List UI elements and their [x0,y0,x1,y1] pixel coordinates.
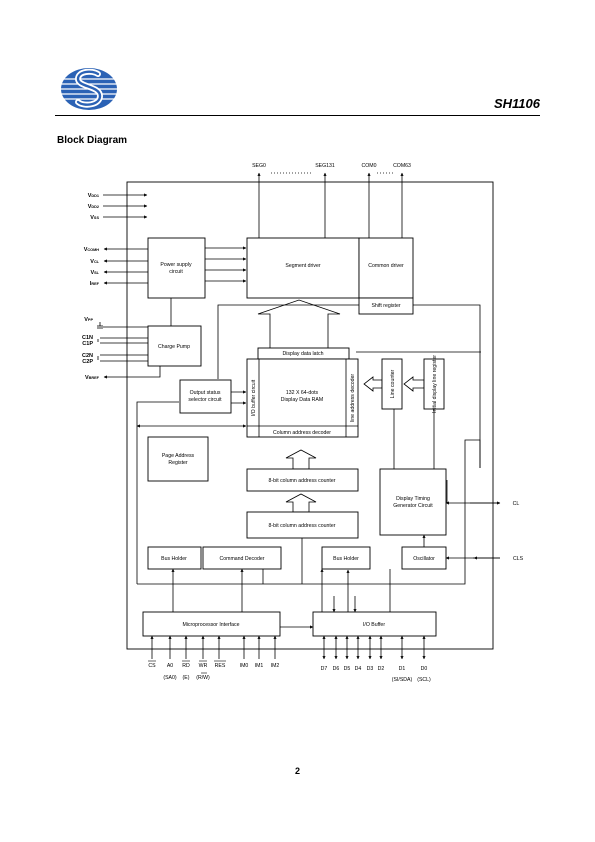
d0-pin-label: D0 [421,666,428,672]
line-counter-label: Line counter [390,369,396,398]
im1-pin-label: IM1 [255,663,264,669]
vss-pin-label: VSS [90,215,99,221]
page-address-block [147,436,209,482]
shift-register-block [358,297,414,315]
vcl-pin-label: VCL [90,259,99,265]
initial-display-line-label: Initial display line register [432,355,438,413]
column-counter-1-label: 8-bit column address counter [269,478,336,484]
segment-driver-block [246,237,360,299]
vsl-pin-label: VSL [90,270,99,276]
d1-pin-label: D1 [399,666,406,672]
im2-pin-label: IM2 [271,663,280,669]
ram-block [246,358,359,438]
vbref-pin-label: VBREF [85,375,100,381]
io-buffer-label: I/O Buffer [363,622,385,628]
power-supply-label-2: circuit [169,269,183,275]
display-timing-label-1: Display Timing [396,496,430,502]
si-sda-sub-label: (SI/SDA) [392,677,413,683]
page-address-label-1: Page Address [162,453,195,459]
c1n-pin-label: C1N [82,335,93,341]
common-driver-label: Common driver [368,263,404,269]
command-decoder-label: Command Decoder [220,556,265,562]
display-timing-block [379,468,447,536]
column-counter-2-label: 8-bit column address counter [269,523,336,529]
vdd1-pin-label: VDD1 [88,193,99,199]
output-status-block [179,379,232,414]
power-supply-block [147,237,206,299]
column-counter-1-block [246,468,359,492]
com0-label: COM0 [362,163,377,169]
c2p-pin-label: C2P [82,359,93,365]
page-number: 2 [294,766,300,776]
a0-pin-label: A0 [167,663,173,669]
initial-display-line-block [423,358,445,410]
c2n-pin-label: C2N [82,353,93,359]
output-status-label-1: Output status [190,390,221,396]
ram-label-2: Display Data RAM [281,397,323,403]
microprocessor-interface-label: Microprocessor Interface [182,622,239,628]
bus-holder-2-block [321,546,371,570]
charge-pump-block [147,325,202,367]
d4-pin-label: D4 [355,666,362,672]
res-pin-label: RES [215,663,226,669]
wr-pin-label: WR [199,663,208,669]
scl-sub-label: (SCL) [417,677,431,683]
header-rule [55,115,540,116]
column-address-decoder-label: Column address decoder [273,430,331,436]
bus-holder-1-block [147,546,202,570]
vcomh-pin-label: VCOMH [84,247,100,253]
segment-driver-label: Segment driver [285,263,320,269]
microprocessor-interface-block [142,611,281,637]
display-data-latch-label: Display data latch [283,351,324,357]
rw-sub-label: (R/W) [196,675,210,681]
shift-register-label: Shift register [371,303,400,309]
charge-pump-label: Charge Pump [158,344,190,350]
common-driver-block [358,237,414,299]
cs-pin-label: CS [148,663,156,669]
vpp-pin-label: VPP [84,317,93,323]
io-buffer-block [312,611,437,637]
io-buffer-circuit-label: I/O buffer circuit [251,379,257,416]
section-title: Block Diagram [57,135,128,146]
d7-pin-label: D7 [321,666,328,672]
rd-pin-label: RD [182,663,190,669]
output-status-label-2: selector circuit [188,397,222,403]
cls-pin-label: CLS [513,556,524,562]
line-counter-block [381,358,403,410]
im0-pin-label: IM0 [240,663,249,669]
company-logo [60,68,118,110]
oscillator-block [401,546,447,570]
column-counter-2-block [246,511,359,539]
cl-pin-label: CL [513,501,520,507]
page-address-label-2: Register [168,460,188,466]
chip-name: SH1106 [493,96,540,111]
e-sub-label: (E) [183,675,190,681]
com63-label: COM63 [393,163,411,169]
seg131-label: SEG131 [315,163,335,169]
bus-holder-2-label: Bus Holder [333,556,359,562]
chip-boundary [126,181,494,650]
seg0-label: SEG0 [252,163,266,169]
display-timing-label-2: Generator Circuit [393,503,433,509]
iref-pin-label: IREF [90,281,100,287]
ram-label-1: 132 X 64-dots [286,390,319,396]
d5-pin-label: D5 [344,666,351,672]
c1p-pin-label: C1P [82,341,93,347]
d6-pin-label: D6 [333,666,340,672]
power-supply-label-1: Power supply [160,262,192,268]
vdd2-pin-label: VDD2 [88,204,99,210]
sa0-sub-label: (SA0) [163,675,177,681]
oscillator-label: Oscillator [413,556,435,562]
command-decoder-block [202,546,282,570]
bus-holder-1-label: Bus Holder [161,556,187,562]
d3-pin-label: D3 [367,666,374,672]
line-address-decoder-label: line address decoder [350,374,356,422]
d2-pin-label: D2 [378,666,385,672]
